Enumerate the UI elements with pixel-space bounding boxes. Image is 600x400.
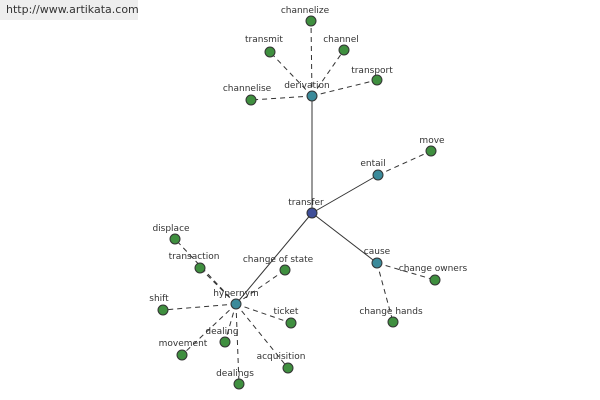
node-channel[interactable] [338, 44, 350, 56]
edge-hypernym-movement [181, 303, 237, 356]
node-change-hands[interactable] [387, 316, 399, 328]
node-transaction[interactable] [194, 262, 206, 274]
edge-hypernym-dealing [224, 303, 237, 343]
node-label-transfer[interactable]: transfer [288, 198, 324, 208]
node-label-hypernym[interactable]: hypernym [213, 289, 259, 299]
node-dealings[interactable] [233, 378, 245, 390]
node-transmit[interactable] [264, 46, 276, 58]
node-derivation[interactable] [306, 90, 318, 102]
node-label-transport[interactable]: transport [351, 66, 393, 76]
node-displace[interactable] [169, 233, 181, 245]
node-label-move[interactable]: move [419, 136, 445, 146]
node-cause[interactable] [371, 257, 383, 269]
node-label-channelize[interactable]: channelize [281, 6, 330, 16]
node-transport[interactable] [371, 74, 383, 86]
node-movement[interactable] [176, 349, 188, 361]
node-channelise[interactable] [245, 94, 257, 106]
nodes-layer [157, 15, 441, 390]
node-label-change-owners[interactable]: change owners [399, 264, 468, 274]
edges-layer [162, 20, 436, 385]
node-label-transaction[interactable]: transaction [169, 252, 220, 262]
labels-layer: transfer derivation entail cause hypernym cha… [149, 6, 467, 379]
node-label-channelise[interactable]: channelise [223, 84, 272, 94]
node-change-owners[interactable] [429, 274, 441, 286]
node-dealing[interactable] [219, 336, 231, 348]
node-label-entail[interactable]: entail [360, 159, 385, 169]
node-label-derivation[interactable]: derivation [284, 81, 330, 91]
edge-derivation-transmit [269, 51, 313, 97]
edge-hypernym-acquisition [235, 303, 289, 369]
node-label-dealing[interactable]: dealing [205, 327, 238, 337]
node-label-movement[interactable]: movement [159, 339, 208, 349]
node-label-displace[interactable]: displace [152, 224, 190, 234]
url-banner[interactable]: http://www.artikata.com [0, 0, 139, 20]
node-move[interactable] [425, 145, 437, 157]
edge-hypernym-dealings [235, 303, 240, 385]
edge-hypernym-change-of-state [235, 269, 286, 305]
edge-cause-change-hands [376, 262, 394, 323]
edge-hypernym-ticket [235, 303, 292, 324]
node-label-acquisition[interactable]: acquisition [257, 352, 306, 362]
edge-transfer-cause [311, 212, 378, 264]
node-acquisition[interactable] [282, 362, 294, 374]
edge-derivation-channelise [250, 95, 313, 101]
node-ticket[interactable] [285, 317, 297, 329]
node-shift[interactable] [157, 304, 169, 316]
node-label-ticket[interactable]: ticket [274, 307, 299, 317]
node-label-change-hands[interactable]: change hands [359, 307, 423, 317]
edge-derivation-channelize [310, 20, 313, 97]
node-label-change-of-state[interactable]: change of state [243, 255, 314, 265]
edge-transfer-hypernym [235, 212, 313, 305]
node-hypernym[interactable] [230, 298, 242, 310]
node-label-dealings[interactable]: dealings [216, 369, 254, 379]
edge-derivation-channel [311, 49, 345, 97]
edge-derivation-transport [311, 79, 378, 97]
node-label-cause[interactable]: cause [364, 247, 391, 257]
node-transfer[interactable] [306, 207, 318, 219]
edge-hypernym-displace [174, 238, 237, 305]
node-label-shift[interactable]: shift [149, 294, 169, 304]
edge-hypernym-shift [162, 303, 237, 311]
node-change-of-state[interactable] [279, 264, 291, 276]
edge-cause-change-owners [376, 262, 436, 281]
node-label-channel[interactable]: channel [323, 35, 359, 45]
edge-transfer-entail [311, 174, 379, 214]
edge-entail-move [377, 150, 432, 176]
node-channelize[interactable] [305, 15, 317, 27]
node-entail[interactable] [372, 169, 384, 181]
node-label-transmit[interactable]: transmit [245, 35, 283, 45]
